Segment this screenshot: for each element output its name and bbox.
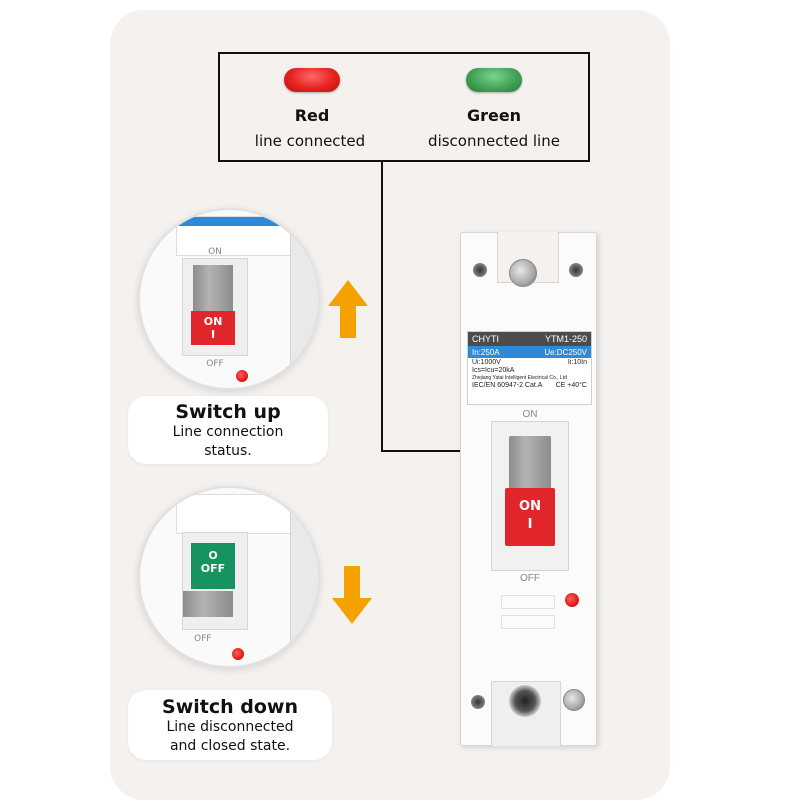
switch-up-line2: status. (204, 443, 252, 459)
temperature: CE +40°C (555, 382, 587, 389)
switch-up-caption: Switch up Line connection status. (128, 396, 328, 464)
vent-slot (501, 615, 555, 629)
switch-down-caption: Switch down Line disconnected and closed… (128, 690, 332, 760)
connector-line (381, 162, 383, 452)
down-arrow-icon (332, 566, 372, 624)
terminal-icon (509, 685, 541, 717)
mini-lever-handle (193, 265, 233, 317)
mini-lever-off-face: O OFF (191, 543, 235, 589)
legend-box: Red line connected Green disconnected li… (218, 52, 590, 162)
mini-on-marker: ON (208, 247, 222, 257)
mini-side (290, 488, 318, 666)
lever-handle (509, 436, 551, 494)
on-marker: ON (522, 409, 538, 420)
switch-up-line1: Line connection (172, 424, 284, 440)
mini-lever-o-text: O (208, 549, 218, 562)
mini-lever-i-text: I (210, 328, 216, 341)
red-indicator-icon (232, 648, 244, 660)
lever-on-text: ON (519, 499, 541, 514)
switch-down-closeup: O OFF OFF (138, 486, 320, 668)
mini-switch-well: O OFF (182, 532, 248, 630)
mount-hole (569, 263, 583, 277)
red-indicator-icon (565, 593, 579, 607)
red-title: Red (294, 106, 330, 125)
instant-rating: Ii:10In (567, 359, 587, 366)
circuit-breaker: CHYTI YTM1-250 In:250A Ue:DC250V Ui:1000… (460, 232, 597, 746)
insulation-rating: Ui:1000V (472, 359, 501, 366)
screw-icon (509, 259, 537, 287)
switch-down-title: Switch down (162, 696, 298, 718)
standard: IEC/EN 60947-2 Cat.A (472, 382, 543, 389)
switch-down-line2: and closed state. (169, 738, 291, 754)
mini-off-marker: OFF (206, 359, 224, 369)
mount-hole (473, 263, 487, 277)
mini-side (290, 210, 318, 388)
brand-name: CHYTI (472, 334, 499, 344)
voltage-rating: Ue:DC250V (544, 347, 587, 357)
mini-lever-handle (183, 591, 233, 617)
mount-hole (471, 695, 485, 709)
mini-lever-on-text: ON (203, 315, 223, 328)
switch-up-title: Switch up (175, 401, 281, 423)
model-name: YTM1-250 (544, 334, 587, 344)
green-indicator-icon (466, 68, 522, 92)
up-arrow-icon (328, 280, 368, 338)
switch-well: ON ON I OFF (491, 409, 569, 584)
green-description: disconnected line (428, 132, 560, 150)
current-rating: In:250A (472, 347, 500, 357)
green-title: Green (466, 106, 522, 125)
lever-i-text: I (527, 517, 533, 532)
breaker-lever[interactable]: ON I (505, 436, 555, 548)
switch-down-line1: Line disconnected (166, 719, 294, 735)
mini-off-marker: OFF (194, 634, 212, 644)
mini-switch-well: ON ON I OFF (182, 247, 248, 369)
screw-icon (563, 689, 585, 711)
mini-lever-off-text: OFF (200, 562, 226, 575)
red-indicator-icon (284, 68, 340, 92)
switch-up-closeup: ON ON I OFF (138, 208, 320, 390)
connector-line (381, 450, 463, 452)
off-marker: OFF (520, 573, 540, 584)
red-indicator-icon (236, 370, 248, 382)
lever-on-face: ON I (505, 488, 555, 546)
mini-lever-on-face: ON I (191, 311, 235, 345)
manufacturer: Zhejiang Yatai Intelligent Electrical Co… (472, 375, 567, 381)
breaking-capacity: Ics=Icu=20kA (472, 367, 515, 374)
red-description: line connected (254, 132, 366, 150)
rating-label: CHYTI YTM1-250 In:250A Ue:DC250V Ui:1000… (467, 331, 592, 405)
vent-slot (501, 595, 555, 609)
